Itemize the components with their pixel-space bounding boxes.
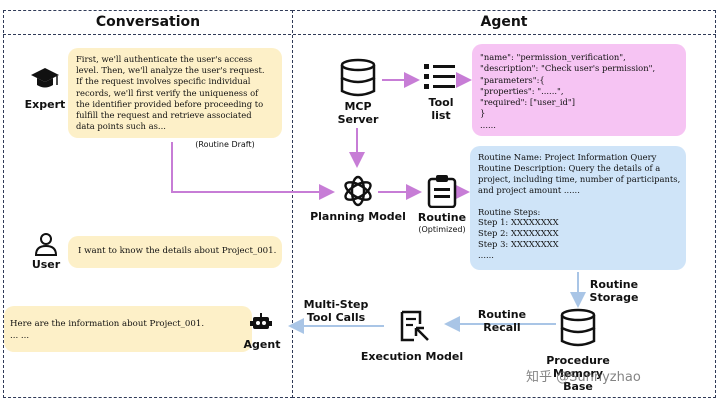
clipboard-icon: [427, 174, 457, 212]
mcp-server-label: MCP Server: [337, 100, 379, 126]
routine-storage-label: Routine Storage: [589, 278, 639, 304]
execution-model-label: Execution Model: [360, 350, 464, 363]
routine-line: [478, 196, 680, 207]
json-line: "description": "Check user's permission"…: [480, 63, 656, 74]
database-icon: [560, 308, 596, 352]
conversation-header: Conversation: [95, 14, 201, 30]
draft-arrow: [171, 142, 335, 200]
user-icon: [34, 232, 58, 260]
agent-label: Agent: [243, 338, 281, 351]
json-line: }: [480, 108, 486, 119]
list-icon: [424, 62, 456, 96]
agent-panel: [292, 10, 716, 398]
json-line: "name": "permission_verification",: [480, 52, 626, 62]
agent-header: Agent: [480, 14, 528, 30]
expert-line: the identifier provided before proceedin…: [76, 98, 264, 109]
expert-line: level. Then, we'll analyze the user's re…: [76, 65, 265, 76]
expert-line: If the request involves specific individ…: [76, 76, 251, 87]
json-line: "properties": "......",: [480, 85, 564, 96]
watermark: 知乎 @Sunnyzhao: [526, 370, 641, 385]
document-cursor-icon: [398, 310, 430, 346]
answer-text: Here are the information about Project_0…: [10, 318, 204, 342]
expert-line: First, we'll authenticate the user's acc…: [76, 54, 253, 64]
tool-list-label: Tool list: [428, 96, 454, 122]
multi-step-label: Multi-Step Tool Calls: [303, 298, 369, 324]
json-line: "required": ["user_id"]: [480, 97, 576, 108]
routine-line: Step 2: XXXXXXXX: [478, 228, 559, 239]
routine-line: Routine Steps:: [478, 206, 541, 217]
routine-recall-label: Routine Recall: [477, 308, 527, 334]
routine-line: Routine Name: Project Information Query: [478, 152, 657, 162]
routine-text-box: Routine Name: Project Information Query …: [470, 146, 686, 270]
json-line: ......: [480, 119, 496, 130]
routine-line: Routine Description: Query the details o…: [478, 162, 661, 173]
header-divider: [3, 34, 716, 35]
user-bubble: I want to know the details about Project…: [68, 236, 282, 268]
routine-label: Routine: [417, 211, 467, 224]
routine-line: ......: [478, 250, 494, 261]
routine-draft-note: (Routine Draft): [195, 140, 255, 149]
server-database-icon: [340, 58, 376, 102]
expert-bubble: First, we'll authenticate the user's acc…: [68, 48, 282, 138]
expert-text: First, we'll authenticate the user's acc…: [76, 54, 265, 132]
tool-json-text: "name": "permission_verification", "desc…: [480, 52, 655, 131]
user-label: User: [31, 258, 61, 271]
graduation-cap-icon: [30, 66, 60, 96]
answer-bubble: Here are the information about Project_0…: [4, 306, 252, 352]
expert-line: records, we'll first verify the uniquene…: [76, 87, 259, 98]
robot-icon: [250, 312, 272, 336]
json-line: "parameters":{: [480, 74, 545, 85]
user-text: I want to know the details about Project…: [78, 246, 277, 256]
answer-line: Here are the information about Project_0…: [10, 319, 205, 329]
routine-line: and project amount ......: [478, 184, 580, 195]
answer-line: ... ...: [10, 331, 30, 341]
routine-line: project, including time, number of parti…: [478, 173, 681, 184]
routine-line: Step 1: XXXXXXXX: [478, 217, 559, 228]
expert-line: data points such as...: [76, 121, 166, 132]
expert-label: Expert: [24, 98, 66, 111]
planning-model-label: Planning Model: [310, 210, 406, 223]
routine-line: Step 3: XXXXXXXX: [478, 239, 559, 250]
openai-logo-icon: [340, 173, 376, 213]
procedure-memory-label: Procedure Memory Base: [546, 354, 610, 393]
tool-json-box: "name": "permission_verification", "desc…: [472, 44, 686, 136]
routine-optimized-note: (Optimized): [418, 225, 466, 234]
routine-text: Routine Name: Project Information Query …: [478, 152, 680, 261]
expert-line: fulfill the request and retrieve associa…: [76, 110, 252, 121]
